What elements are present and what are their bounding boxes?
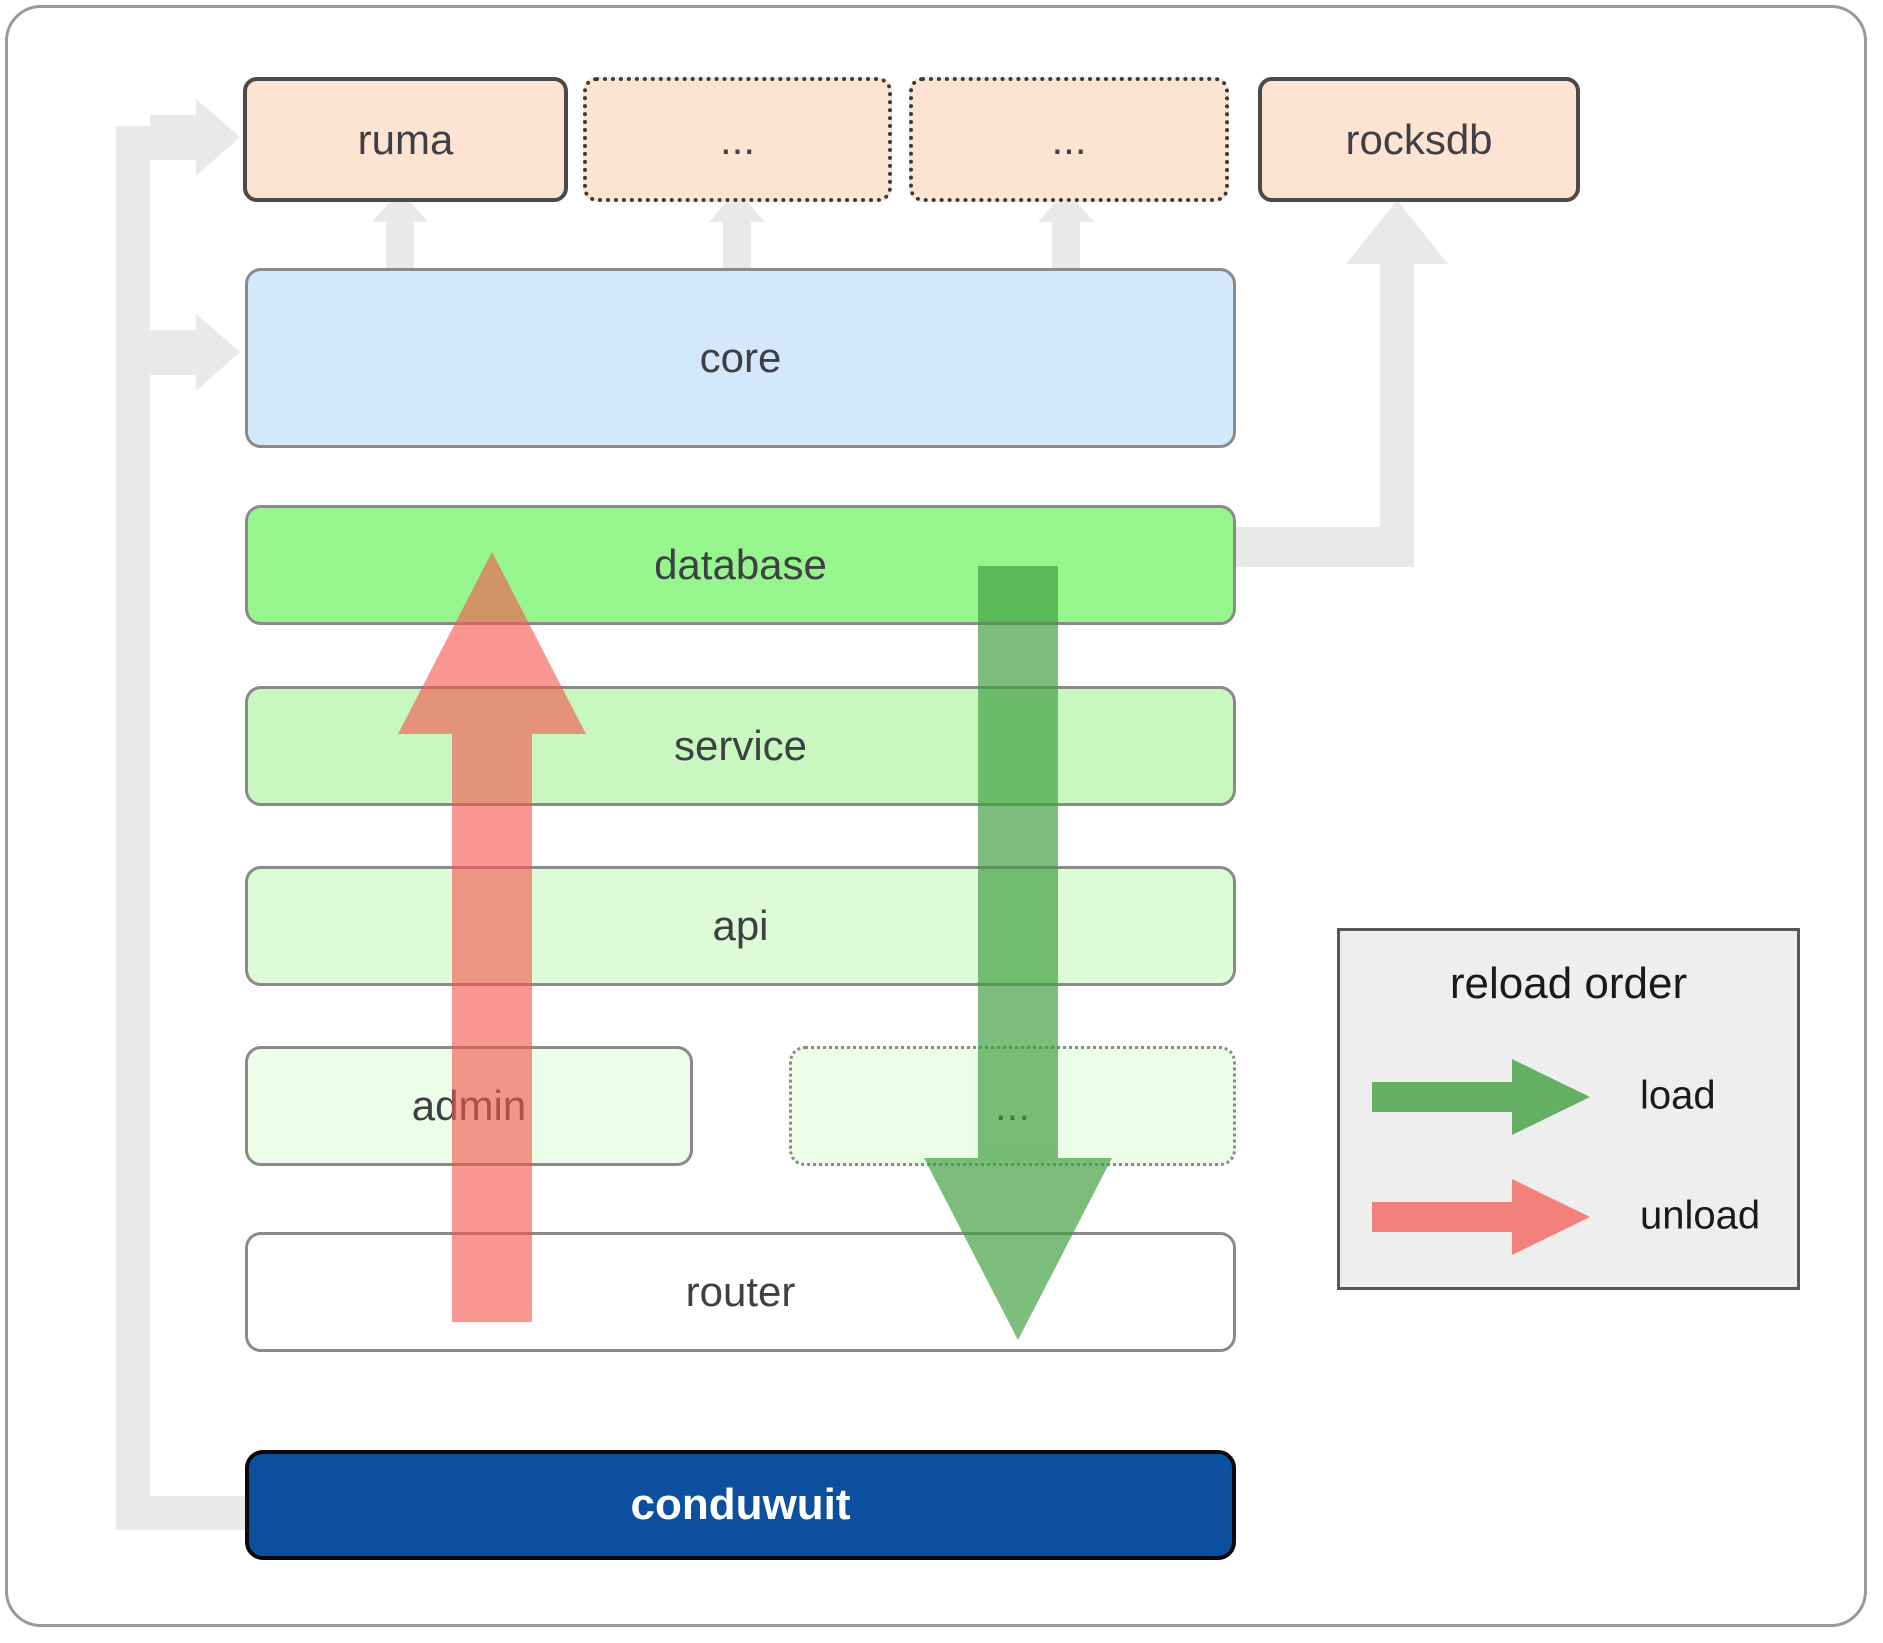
legend-unload-label: unload <box>1640 1193 1761 1238</box>
dep-box-3-label: ... <box>1051 115 1087 163</box>
layer-box-router[interactable]: router <box>245 1232 1236 1352</box>
layer-box-api-label: api <box>712 902 769 949</box>
legend-panel: reload order load unload <box>1337 928 1800 1290</box>
legend-load-label: load <box>1640 1073 1716 1118</box>
dep-box-2[interactable]: ... <box>583 77 892 202</box>
diagram-frame <box>5 5 1867 1627</box>
layer-box-api[interactable]: api <box>245 866 1236 986</box>
legend-load-arrow-icon <box>1372 1059 1590 1135</box>
layer-box-core-label: core <box>699 334 782 381</box>
app-box-conduwuit[interactable]: conduwuit <box>245 1450 1236 1560</box>
legend-title: reload order <box>1449 959 1688 1008</box>
layer-box-database-label: database <box>654 541 827 588</box>
dep-box-3[interactable]: ... <box>909 77 1229 202</box>
layer-box-more[interactable]: ... <box>789 1046 1236 1166</box>
dep-box-ruma-label: ruma <box>357 115 454 163</box>
layer-box-admin[interactable]: admin <box>245 1046 693 1166</box>
layer-box-more-label: ... <box>994 1082 1030 1129</box>
layer-box-core[interactable]: core <box>245 268 1236 448</box>
legend-unload-arrow-icon <box>1372 1179 1590 1255</box>
dep-box-rocksdb-label: rocksdb <box>1345 115 1493 163</box>
app-box-conduwuit-label: conduwuit <box>630 1480 851 1529</box>
dep-box-ruma[interactable]: ruma <box>243 77 568 202</box>
layer-box-database[interactable]: database <box>245 505 1236 625</box>
layer-box-router-label: router <box>685 1268 796 1315</box>
dep-box-2-label: ... <box>719 115 755 163</box>
layer-box-service[interactable]: service <box>245 686 1236 806</box>
layer-box-admin-label: admin <box>411 1082 527 1129</box>
legend-row-unload: unload <box>1340 1171 1797 1261</box>
layer-box-service-label: service <box>673 722 808 769</box>
dep-box-rocksdb[interactable]: rocksdb <box>1258 77 1580 202</box>
legend-row-load: load <box>1340 1051 1797 1141</box>
